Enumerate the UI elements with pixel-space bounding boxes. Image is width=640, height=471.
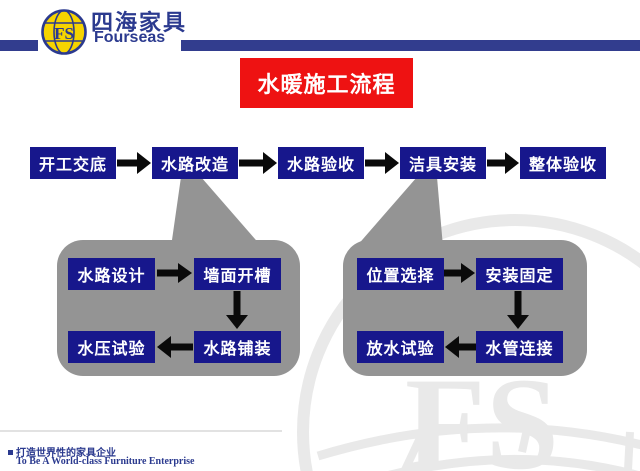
substep-pipe-connect: 水管连接: [476, 331, 563, 363]
substep-pressure-test: 水压试验: [68, 331, 155, 363]
company-logo-icon: FS: [41, 9, 87, 55]
substep-wall-groove: 墙面开槽: [194, 258, 281, 290]
watermark-latitude-arc-icon: [316, 423, 640, 461]
arrow-right-icon: [117, 159, 138, 167]
bullet-square-icon: [8, 450, 13, 455]
substep-water-design: 水路设计: [68, 258, 155, 290]
arrow-left-icon: [157, 336, 171, 358]
arrow-down-icon: [514, 291, 522, 316]
arrow-right-icon: [365, 159, 386, 167]
arrow-right-icon: [178, 263, 192, 283]
page-title: 水暖施工流程: [240, 58, 413, 108]
flow-step-kickoff: 开工交底: [30, 147, 116, 179]
callout-pointer-right-icon: [356, 177, 443, 247]
footer-divider: [0, 430, 282, 432]
watermark-latitude-arc-icon: [387, 454, 639, 471]
footer-slogan-zh: 打造世界性的家具企业: [16, 448, 116, 459]
arrow-down-icon: [226, 315, 248, 329]
substep-pipe-laying: 水路铺装: [194, 331, 281, 363]
flow-step-water-rebuild: 水路改造: [152, 147, 238, 179]
arrow-right-icon: [239, 159, 264, 167]
arrow-left-icon: [459, 343, 477, 351]
substep-install-fix: 安装固定: [476, 258, 563, 290]
arrow-left-icon: [445, 336, 459, 358]
logo-monogram: FS: [54, 24, 74, 43]
flow-step-fixture-install: 洁具安装: [400, 147, 486, 179]
arrow-right-icon: [385, 152, 399, 174]
header-bar-left: [0, 40, 38, 51]
header-bar-right: [181, 40, 640, 51]
arrow-right-icon: [157, 269, 179, 277]
substep-position-select: 位置选择: [357, 258, 444, 290]
watermark-tick-icon: [401, 436, 424, 471]
watermark-tick-icon: [518, 415, 534, 453]
company-name-en: Fourseas: [94, 29, 166, 46]
arrow-left-icon: [171, 343, 193, 351]
arrow-right-icon: [505, 152, 519, 174]
arrow-down-icon: [233, 291, 241, 316]
arrow-right-icon: [137, 152, 151, 174]
arrow-down-icon: [507, 315, 529, 329]
company-name-zh: 四海家具: [91, 10, 188, 35]
callout-pointer-left-icon: [171, 177, 262, 247]
watermark-globe-ring-icon: [297, 214, 640, 471]
flow-step-water-accept: 水路验收: [278, 147, 364, 179]
arrow-right-icon: [444, 269, 462, 277]
footer-slogan-en: To Be A World-class Furniture Enterprise: [16, 456, 195, 467]
substep-water-test: 放水试验: [357, 331, 444, 363]
arrow-right-icon: [487, 159, 506, 167]
flow-step-final-accept: 整体验收: [520, 147, 606, 179]
watermark-tick-icon: [624, 431, 634, 471]
arrow-right-icon: [461, 263, 475, 283]
arrow-right-icon: [263, 152, 277, 174]
